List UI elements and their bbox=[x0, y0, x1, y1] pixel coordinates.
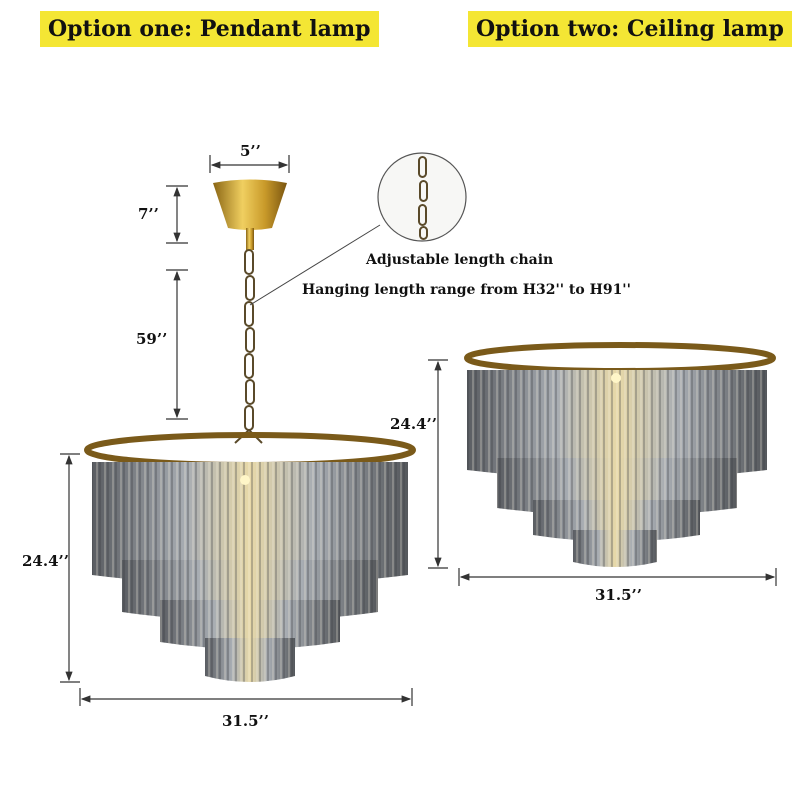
ceiling-crystal-body bbox=[464, 342, 776, 567]
pendant-body-width-label: 31.5’’ bbox=[222, 712, 269, 730]
ceiling-dimension-lines bbox=[428, 359, 777, 586]
pendant-canopy-height-label: 7’’ bbox=[138, 205, 159, 223]
pendant-chain bbox=[234, 249, 263, 444]
chain-callout-range: Hanging length range from H32'' to H91'' bbox=[302, 282, 631, 298]
pendant-dimension-lines bbox=[60, 155, 413, 706]
pendant-canopy-width-label: 5’’ bbox=[240, 142, 261, 160]
option-one-banner: Option one: Pendant lamp bbox=[40, 11, 379, 47]
ceiling-body-height-label: 24.4’’ bbox=[390, 415, 437, 433]
chain-callout bbox=[249, 152, 467, 306]
option-two-banner: Option two: Ceiling lamp bbox=[468, 11, 792, 47]
pendant-canopy bbox=[213, 179, 287, 250]
ceiling-body-width-label: 31.5’’ bbox=[595, 586, 642, 604]
chain-callout-title: Adjustable length chain bbox=[366, 252, 554, 268]
pendant-crystal-body bbox=[84, 432, 416, 682]
pendant-chain-length-label: 59’’ bbox=[136, 330, 168, 348]
pendant-body-height-label: 24.4’’ bbox=[22, 552, 69, 570]
